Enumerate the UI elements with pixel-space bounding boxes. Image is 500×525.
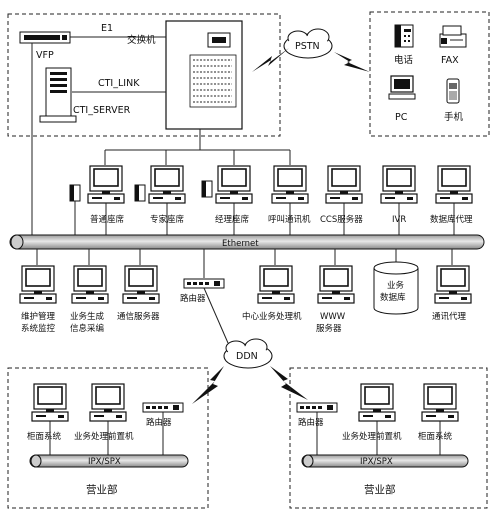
ddn-label: DDN	[236, 351, 258, 362]
lower-node-label: 维护管理	[21, 311, 56, 322]
pstn-cloud	[283, 28, 333, 59]
lower-node-label: 数据库	[380, 292, 406, 303]
lower-node-label: 系统监控	[21, 323, 56, 334]
ipx-spx-bus-left	[29, 454, 189, 468]
vfp-label: VFP	[36, 50, 54, 61]
lower-node-label: 路由器	[180, 293, 206, 304]
fax-label: FAX	[441, 55, 459, 66]
upper-workstation-row	[87, 165, 473, 204]
front-system-pc	[31, 383, 69, 422]
branch-node-label: 柜面系统	[418, 431, 453, 442]
lower-node-label: 中心业务处理机	[242, 311, 302, 322]
upper-node-label: CCS服务器	[320, 214, 363, 225]
telephone-icon	[394, 24, 414, 48]
business-gen-pc	[71, 265, 109, 304]
left-branch-frame	[7, 367, 209, 509]
front-proc-pc	[89, 383, 127, 422]
lower-node-label: WWW	[320, 312, 346, 322]
pbx-switch-device	[165, 20, 243, 130]
fax-icon	[439, 25, 467, 48]
lower-node-label: 服务器	[316, 323, 342, 334]
center-proc-pc	[257, 265, 295, 304]
lightning-icon	[192, 366, 224, 404]
right-branch-frame	[289, 367, 488, 509]
upper-node-label: 经理座席	[215, 214, 250, 225]
lightning-icon	[334, 52, 370, 72]
lightning-icon	[270, 366, 308, 400]
router-icon	[183, 278, 225, 289]
lightning-icon	[252, 48, 289, 72]
pstn-label: PSTN	[295, 41, 320, 52]
switch-label: 交换机	[127, 34, 156, 46]
desk-phone-icon	[201, 180, 213, 198]
mobile-label: 手机	[444, 111, 464, 123]
upper-node-label: 普通座席	[90, 214, 125, 225]
desk-phone-icon	[134, 184, 146, 202]
front-proc-pc	[358, 383, 396, 422]
lower-drops	[36, 249, 453, 278]
branch-node-label: 路由器	[146, 417, 172, 428]
router-icon	[142, 402, 184, 413]
cti-link-label: CTI_LINK	[98, 78, 140, 89]
lower-node-label: 通信服务器	[117, 311, 160, 322]
mobile-phone-icon	[446, 78, 460, 104]
database-icon	[373, 261, 419, 315]
pc-label: PC	[395, 112, 408, 123]
maintenance-pc	[19, 265, 57, 304]
cti-server-device	[39, 67, 77, 123]
desk-phone-icon	[69, 184, 81, 202]
branch-title: 营业部	[364, 483, 396, 496]
bus-label: IPX/SPX	[360, 457, 393, 467]
ethernet-bus	[9, 234, 485, 250]
lower-node-label: 通讯代理	[432, 311, 467, 322]
vfp-device	[19, 31, 71, 44]
front-system-pc	[421, 383, 459, 422]
upper-drops	[74, 201, 455, 235]
router-icon	[296, 402, 338, 413]
e1-label: E1	[101, 23, 113, 34]
branch-node-label: 业务处理前置机	[342, 431, 402, 442]
comm-server-pc	[122, 265, 160, 304]
upper-node-label: 数据库代理	[430, 214, 473, 225]
branch-node-label: 柜面系统	[27, 431, 62, 442]
pc-icon	[388, 75, 416, 100]
branch-title: 营业部	[86, 483, 118, 496]
ddn-cloud	[223, 338, 273, 369]
cti-server-label: CTI_SERVER	[73, 105, 131, 116]
lower-node-label: 业务	[387, 280, 405, 291]
www-server-pc	[317, 265, 355, 304]
lower-node-label: 业务生成	[70, 311, 105, 322]
phone-label: 电话	[394, 54, 414, 66]
lower-node-label: 信息采编	[70, 323, 104, 334]
switch-area-frame	[7, 13, 281, 137]
bus-label: IPX/SPX	[88, 457, 121, 467]
ethernet-label: Ethernet	[222, 239, 259, 249]
comm-proxy-pc	[434, 265, 472, 304]
branch-node-label: 路由器	[298, 417, 324, 428]
ipx-spx-bus-right	[301, 454, 469, 468]
terminals-frame	[369, 11, 490, 137]
branch-node-label: 业务处理前置机	[74, 431, 134, 442]
